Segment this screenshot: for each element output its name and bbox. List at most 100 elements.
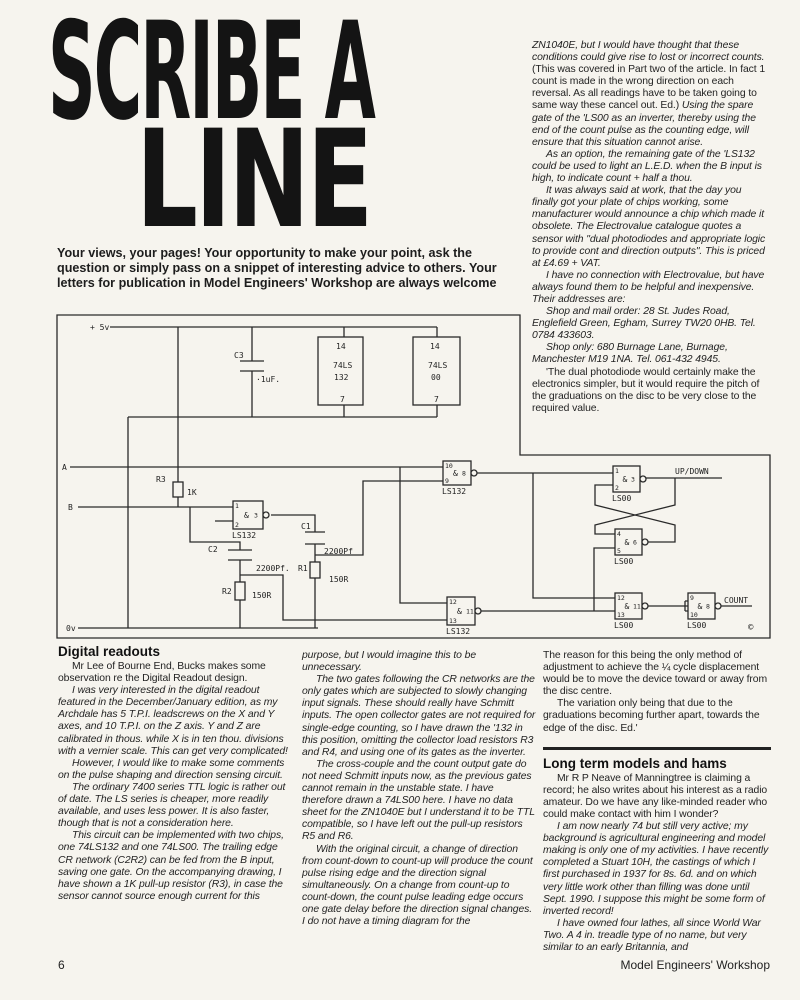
column-3: The reason for this being the only metho… — [543, 650, 771, 954]
inverter-bubble — [262, 511, 270, 519]
paragraph: 'The dual photodiode would certainly mak… — [532, 367, 770, 415]
paragraph-text: I was very interested in the digital rea… — [58, 685, 288, 757]
resistor-r3 — [172, 481, 184, 498]
label-c2: C2 — [208, 545, 218, 554]
paragraph-text: I am now nearly 74 but still very active… — [543, 821, 769, 917]
paragraph: The variation only being that due to the… — [543, 698, 771, 734]
gate-pin-label: 12 — [617, 594, 625, 602]
paragraph-text: I have owned four lathes, all since Worl… — [543, 917, 761, 953]
paragraph: I have owned four lathes, all since Worl… — [543, 918, 771, 954]
gate-symbol: & — [625, 538, 630, 547]
gate-symbol: & — [457, 607, 462, 616]
paragraph: This circuit can be implemented with two… — [58, 830, 288, 903]
paragraph: purpose, but I would imagine this to be … — [302, 650, 536, 674]
label-b: B — [68, 503, 73, 512]
ic1-name2: 132 — [334, 373, 349, 382]
gate-pin-label: 10 — [690, 611, 698, 619]
top-right-column: ZN1040E, but I would have thought that t… — [532, 40, 770, 415]
label-r3-value: 1K — [187, 488, 197, 497]
gate-chip-label: LS00 — [614, 621, 633, 630]
paragraph-text: The cross-couple and the count output ga… — [302, 758, 535, 843]
gate-symbol: & — [623, 475, 628, 484]
paragraph: The ordinary 7400 series TTL logic is ra… — [58, 782, 288, 830]
heading-digital-readouts: Digital readouts — [58, 644, 161, 659]
paragraph: Mr R P Neave of Manningtree is claiming … — [543, 773, 771, 821]
label-c1: C1 — [301, 522, 311, 531]
gate-body — [687, 592, 716, 620]
ic2-pin14: 14 — [430, 342, 440, 351]
gate-pin-label: 6 — [633, 539, 637, 547]
paragraph-text: Shop only: 680 Burnage Lane, Burnage, Ma… — [532, 342, 728, 366]
paragraph-text: The reason for this being the only metho… — [543, 650, 768, 698]
paragraph: ZN1040E, but I would have thought that t… — [532, 40, 770, 149]
cross-couple — [594, 477, 722, 543]
gate-chip-label: LS132 — [446, 627, 470, 636]
label-plus5v: + 5v — [90, 323, 109, 332]
page-number: 6 — [58, 958, 65, 972]
nand-gate-g3: 123&LS00 — [612, 465, 647, 503]
inverter-bubble — [714, 602, 722, 610]
label-r2-value: 150R — [252, 591, 271, 600]
label-r3: R3 — [156, 475, 166, 484]
gate-pin-label: 13 — [449, 617, 457, 625]
gate-symbol: & — [625, 602, 630, 611]
inverter-bubble — [639, 475, 647, 483]
label-c1-value: 2200Pf — [324, 547, 353, 556]
paragraph-text: purpose, but I would imagine this to be … — [302, 650, 477, 674]
gate-chip-label: LS132 — [442, 487, 466, 496]
label-c3: C3 — [234, 351, 244, 360]
gate-symbol: & — [453, 469, 458, 478]
label-r2: R2 — [222, 587, 232, 596]
paragraph-text: The ordinary 7400 series TTL logic is ra… — [58, 781, 286, 830]
inverter-bubble — [470, 469, 478, 477]
gate-pin-label: 1 — [615, 467, 619, 475]
ic-74ls00 — [412, 336, 461, 406]
resistor-r2 — [234, 581, 246, 601]
gate-chip-label: LS00 — [614, 557, 633, 566]
label-up-down: UP/DOWN — [675, 467, 709, 476]
gate-pin-label: 5 — [617, 547, 621, 555]
gate-chip-label: LS132 — [232, 531, 256, 540]
capacitor-c3 — [240, 327, 264, 417]
gate-pin-label: 8 — [706, 603, 710, 611]
gate-pin-label: 3 — [254, 512, 258, 520]
paragraph: Shop and mail order: 28 St. Judes Road, … — [532, 306, 770, 342]
gate-pin-label: 13 — [617, 611, 625, 619]
column3-body: Mr R P Neave of Manningtree is claiming … — [543, 773, 771, 954]
paragraph-text: With the original circuit, a change of d… — [302, 843, 533, 928]
heading-long-term-models: Long term models and hams — [543, 755, 727, 771]
title-scribe-a: SCRIBE A — [48, 0, 376, 150]
paragraph: I am now nearly 74 but still very active… — [543, 821, 771, 918]
ic2-name2: 00 — [431, 373, 441, 382]
nand-gate-g0: 123&LS132 — [232, 500, 270, 540]
paragraph: However, I would like to make some comme… — [58, 758, 288, 782]
paragraph-text: I have no connection with Electrovalue, … — [532, 269, 765, 305]
ic1-pin7: 7 — [340, 395, 345, 404]
copyright-mark: © — [748, 623, 754, 633]
paragraph: It was always said at work, that the day… — [532, 185, 770, 270]
label-r1: R1 — [298, 564, 308, 573]
gate-symbol: & — [698, 602, 703, 611]
label-c3-value: ·1uF. — [256, 375, 280, 384]
inverter-bubble — [474, 607, 482, 615]
label-a: A — [62, 463, 67, 472]
paragraph: As an option, the remaining gate of the … — [532, 149, 770, 185]
paragraph-text: 'The dual photodiode would certainly mak… — [532, 366, 760, 414]
column3-editor-note: The reason for this being the only metho… — [543, 650, 771, 735]
paragraph-text: (This was covered in Part two of the art… — [532, 64, 766, 112]
label-r1-value: 150R — [329, 575, 348, 584]
paragraph-text: The two gates following the CR networks … — [302, 674, 536, 758]
paragraph-text: Mr R P Neave of Manningtree is claiming … — [543, 772, 768, 820]
section-divider — [543, 746, 771, 750]
gate-chip-label: LS00 — [687, 621, 706, 630]
label-0v: 0v — [66, 624, 76, 633]
gate-pin-label: 2 — [235, 521, 239, 529]
paragraph-text: The variation only being that due to the… — [543, 698, 760, 734]
inverter-bubble — [641, 538, 649, 546]
gate-body — [612, 465, 641, 493]
gate-pin-label: 12 — [449, 598, 457, 606]
gate-body — [614, 528, 643, 556]
